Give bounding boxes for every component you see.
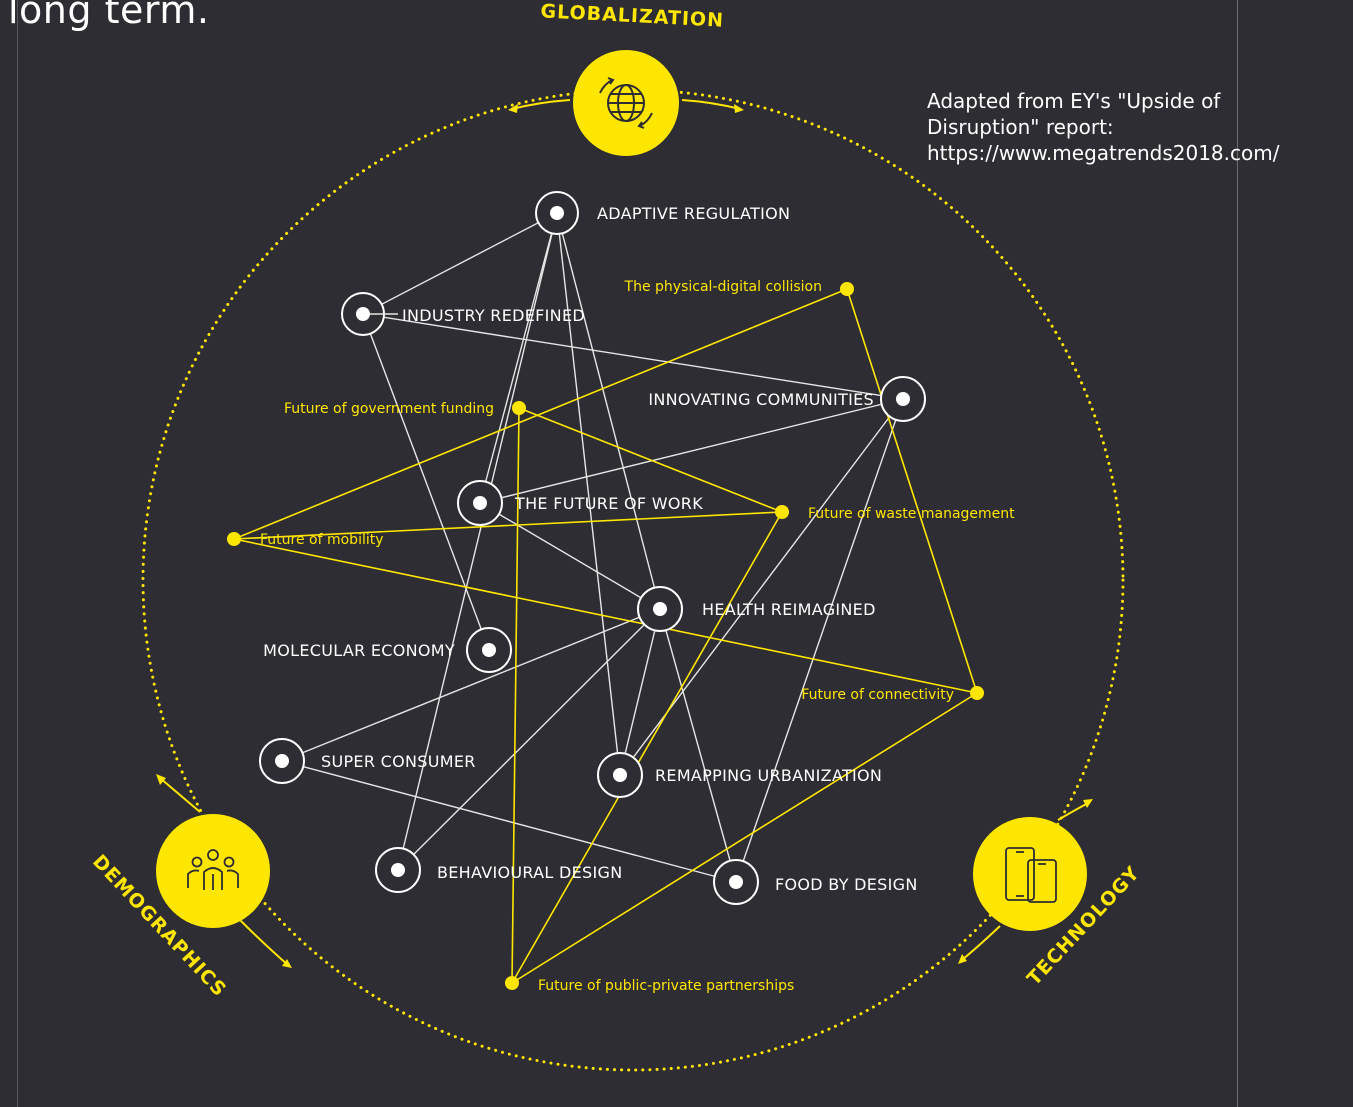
- node-remapping-urbanization: REMAPPING URBANIZATION: [597, 752, 882, 798]
- globalization-label: GLOBALIZATION: [540, 0, 725, 32]
- super-consumer-label: SUPER CONSUMER: [321, 752, 476, 771]
- node-adaptive-regulation: ADAPTIVE REGULATION: [535, 191, 790, 235]
- technology-megatrend: TECHNOLOGY: [958, 799, 1144, 990]
- demographics-megatrend: DEMOGRAPHICS: [88, 774, 292, 1001]
- outer-ring: [141, 88, 1125, 1072]
- mobility-label: Future of mobility: [260, 532, 384, 548]
- future-of-work-label: THE FUTURE OF WORK: [514, 494, 703, 513]
- node-behavioural-design: BEHAVIOURAL DESIGN: [375, 847, 623, 893]
- left-page-edge: [17, 0, 18, 1107]
- node-innovating-communities: INNOVATING COMMUNITIES: [648, 376, 926, 422]
- node-waste-management: Future of waste management: [775, 505, 1015, 522]
- node-industry-redefined: INDUSTRY REDEFINED: [341, 292, 585, 336]
- physical-digital-collision-label: The physical-digital collision: [624, 279, 822, 295]
- node-future-of-work: THE FUTURE OF WORK: [457, 480, 703, 526]
- white-nodes: ADAPTIVE REGULATION INDUSTRY REDEFINED I…: [259, 191, 926, 905]
- attribution-note: Adapted from EY's "Upside of Disruption"…: [927, 88, 1347, 166]
- globalization-megatrend: GLOBALIZATION: [508, 0, 744, 156]
- right-page-edge: [1237, 0, 1238, 1107]
- public-private-partnerships-label: Future of public-private partnerships: [538, 978, 794, 994]
- behavioural-design-label: BEHAVIOURAL DESIGN: [437, 863, 623, 882]
- connectivity-label: Future of connectivity: [801, 687, 954, 703]
- node-government-funding: Future of government funding: [284, 401, 526, 417]
- node-food-by-design: FOOD BY DESIGN: [713, 859, 918, 905]
- node-health-reimagined: HEALTH REIMAGINED: [637, 586, 876, 632]
- node-molecular-economy: MOLECULAR ECONOMY: [263, 627, 512, 673]
- attribution-line-2: Disruption" report:: [927, 115, 1114, 139]
- node-public-private-partnerships: Future of public-private partnerships: [505, 976, 794, 994]
- globe-icon: [599, 77, 653, 129]
- remapping-urbanization-label: REMAPPING URBANIZATION: [655, 766, 882, 785]
- waste-management-label: Future of waste management: [808, 506, 1015, 522]
- food-by-design-label: FOOD BY DESIGN: [775, 875, 918, 894]
- government-funding-label: Future of government funding: [284, 401, 494, 417]
- devices-icon: [1005, 847, 1057, 903]
- health-reimagined-label: HEALTH REIMAGINED: [702, 600, 876, 619]
- node-mobility: Future of mobility: [227, 532, 384, 548]
- node-physical-digital-collision: The physical-digital collision: [624, 279, 854, 296]
- attribution-line-1: Adapted from EY's "Upside of: [927, 89, 1221, 113]
- yellow-connections: [233, 288, 978, 984]
- attribution-url[interactable]: https://www.megatrends2018.com/: [927, 141, 1280, 165]
- adaptive-regulation-label: ADAPTIVE REGULATION: [597, 204, 790, 223]
- people-group-icon: [187, 849, 239, 890]
- yellow-nodes: The physical-digital collision Future of…: [227, 279, 1015, 994]
- molecular-economy-label: MOLECULAR ECONOMY: [263, 641, 455, 660]
- intro-text: long term.: [8, 0, 210, 32]
- innovating-communities-label: INNOVATING COMMUNITIES: [648, 390, 874, 409]
- node-super-consumer: SUPER CONSUMER: [259, 738, 476, 784]
- industry-redefined-label: INDUSTRY REDEFINED: [402, 306, 585, 325]
- node-connectivity: Future of connectivity: [801, 686, 984, 703]
